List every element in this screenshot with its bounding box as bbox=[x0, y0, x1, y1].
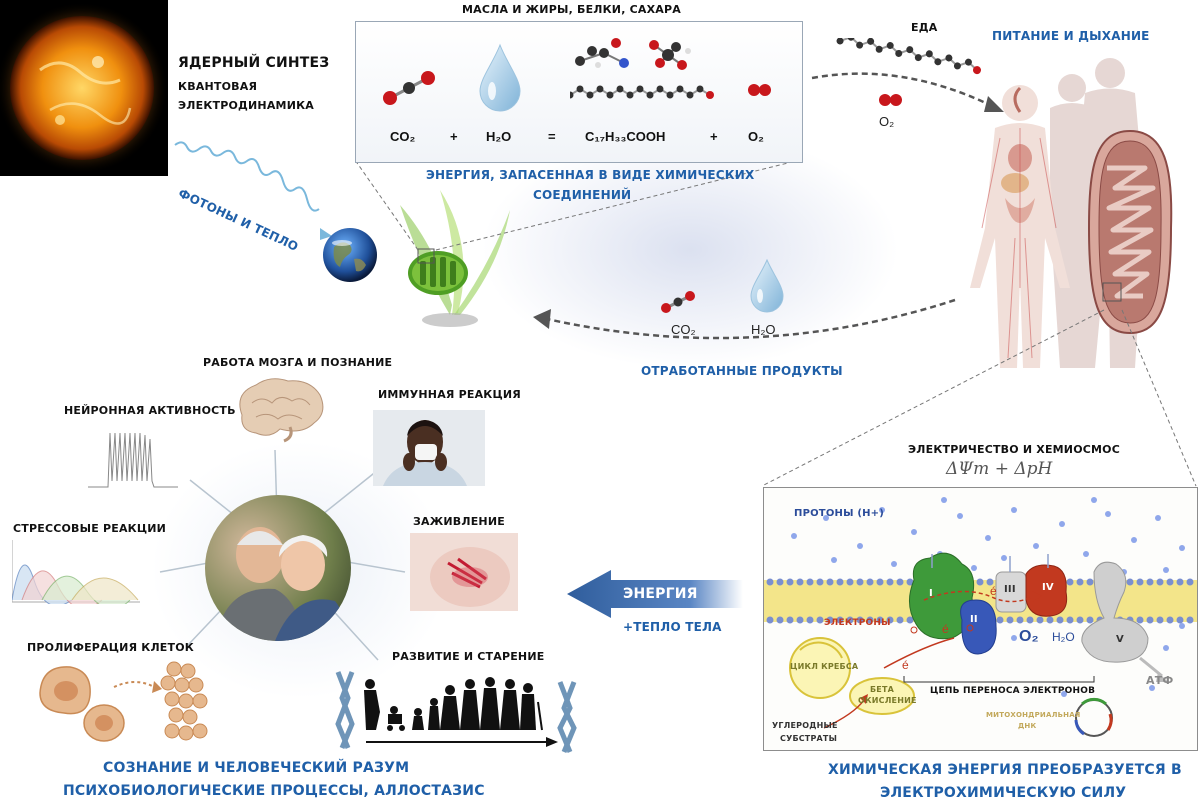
sun-subtitle-2: ЭЛЕКТРОДИНАМИКА bbox=[178, 99, 315, 112]
o2-molecule-icon bbox=[748, 84, 771, 96]
background-glow bbox=[480, 130, 900, 370]
body-heat-label: +ТЕПЛО ТЕЛА bbox=[623, 620, 722, 634]
nutrition-label: ПИТАНИЕ И ДЫХАНИЕ bbox=[992, 29, 1150, 43]
mtdna-label-2: ДНК bbox=[1018, 722, 1037, 730]
chem-bottom-2: ЭЛЕКТРОХИМИЧЕСКУЮ СИЛУ bbox=[880, 785, 1127, 801]
krebs-label: ЦИКЛ КРЕБСА bbox=[790, 662, 859, 671]
food-label: ЕДА bbox=[911, 21, 938, 34]
food-arrow bbox=[811, 72, 1004, 112]
complex-iii-label: III bbox=[1004, 584, 1016, 595]
chemiosmosis-formula: ΔΨm + ΔpH bbox=[946, 459, 1053, 479]
neuron-label: НЕЙРОННАЯ АКТИВНОСТЬ bbox=[64, 404, 236, 417]
carbon-label-2: СУБСТРАТЫ bbox=[780, 734, 838, 743]
chem-bottom-1: ХИМИЧЕСКАЯ ЭНЕРГИЯ ПРЕОБРАЗУЕТСЯ В bbox=[828, 762, 1182, 778]
wound-photo bbox=[410, 533, 518, 611]
zoom-lines-mito bbox=[761, 309, 1197, 487]
aging-label: РАЗВИТИЕ И СТАРЕНИЕ bbox=[392, 650, 545, 663]
eq-plus-2: + bbox=[710, 129, 718, 144]
couple-icon bbox=[215, 527, 346, 641]
complex-ii-label: II bbox=[970, 614, 978, 625]
stored-energy-line-2: СОЕДИНЕНИЙ bbox=[533, 188, 632, 202]
molecules-icon bbox=[570, 38, 714, 99]
waste-label: ОТРАБОТАННЫЕ ПРОДУКТЫ bbox=[641, 364, 843, 378]
sneezing-person-icon bbox=[373, 410, 485, 486]
water-drop-icon bbox=[479, 43, 521, 112]
fatty-acid-icon bbox=[836, 38, 981, 75]
atf-label: АТФ bbox=[1146, 674, 1174, 687]
complex-iv bbox=[1025, 564, 1068, 617]
stress-label: СТРЕССОВЫЕ РЕАКЦИИ bbox=[13, 522, 167, 535]
waste-co2-label: CO₂ bbox=[671, 322, 696, 337]
complex-v bbox=[1081, 561, 1149, 663]
sun-title: ЯДЕРНЫЙ СИНТЕЗ bbox=[178, 55, 330, 71]
immune-photo bbox=[373, 410, 485, 486]
co2-molecule-icon bbox=[383, 71, 435, 105]
food-o2-label: O₂ bbox=[879, 114, 895, 129]
couple-photo bbox=[205, 495, 351, 641]
mind-bottom-2: ПСИХОБИОЛОГИЧЕСКИЕ ПРОЦЕССЫ, АЛЛОСТАЗИС bbox=[63, 783, 485, 799]
eq-co2: CO₂ bbox=[390, 129, 416, 144]
chain-label: ЦЕПЬ ПЕРЕНОСА ЭЛЕКТРОНОВ bbox=[930, 686, 1096, 696]
cell-proliferation-icon bbox=[39, 661, 208, 742]
complex-v-label: V bbox=[1116, 634, 1124, 645]
eq-h2o: H₂O bbox=[486, 129, 512, 144]
brain-label: РАБОТА МОЗГА И ПОЗНАНИЕ bbox=[203, 356, 393, 369]
complex-ii bbox=[960, 599, 997, 655]
beta-label-2: ОКИСЛЕНИЕ bbox=[858, 696, 917, 705]
energy-arrow bbox=[567, 570, 743, 618]
eq-o2: O₂ bbox=[748, 129, 764, 144]
chemiosmosis-title: ЭЛЕКТРИЧЕСТВО И ХЕМИОСМОС bbox=[908, 443, 1121, 456]
protons-label: ПРОТОНЫ (H+) bbox=[794, 508, 885, 519]
proliferation-label: ПРОЛИФЕРАЦИЯ КЛЕТОК bbox=[27, 641, 194, 654]
sun-image bbox=[0, 0, 168, 176]
equation-header: МАСЛА И ЖИРЫ, БЕЛКИ, САХАРА bbox=[462, 3, 681, 16]
complex-i bbox=[909, 552, 975, 640]
electrons-label: ЭЛЕКТРОНЫ bbox=[824, 618, 891, 628]
eq-equals: = bbox=[548, 129, 556, 144]
zoom-lines-chloroplast bbox=[354, 159, 801, 251]
waste-h2o-label: H₂O bbox=[751, 322, 776, 337]
photon-wave bbox=[174, 141, 332, 240]
o2-chem-label: O₂ bbox=[1019, 628, 1039, 645]
sun-icon bbox=[0, 2, 168, 174]
brain-icon bbox=[239, 378, 324, 443]
waste-arrow bbox=[533, 298, 956, 340]
complex-i-label: I bbox=[929, 588, 933, 599]
energy-label: ЭНЕРГИЯ bbox=[623, 586, 698, 602]
aging-silhouettes-icon bbox=[335, 671, 577, 753]
equation-row: CO₂ + H₂O = C₁₇H₃₃COOH + O₂ bbox=[370, 129, 790, 149]
beta-label-1: БЕТА bbox=[870, 685, 895, 694]
sun-subtitle-1: КВАНТОВАЯ bbox=[178, 80, 258, 93]
electron-symbol-1: é bbox=[942, 622, 949, 636]
healing-label: ЗАЖИВЛЕНИЕ bbox=[413, 515, 505, 528]
neuron-spikes-chart bbox=[88, 432, 178, 488]
mitochondrion-icon bbox=[1087, 129, 1173, 335]
electron-symbol-2: é bbox=[990, 584, 997, 598]
earth-icon bbox=[323, 228, 377, 282]
electron-transport-diagram bbox=[764, 497, 1197, 737]
water-drop-waste-icon bbox=[750, 258, 784, 313]
carbon-label-1: УГЛЕРОДНЫЕ bbox=[772, 721, 838, 730]
immune-label: ИММУННАЯ РЕАКЦИЯ bbox=[378, 388, 521, 401]
o2-food-icon bbox=[879, 94, 902, 106]
chemiosmosis-box: ПРОТОНЫ (H+) I II III IV V é é é O₂ H₂O … bbox=[763, 487, 1198, 751]
complex-iv-label: IV bbox=[1042, 582, 1054, 593]
eq-plus-1: + bbox=[450, 129, 458, 144]
stress-curves-chart bbox=[12, 540, 140, 604]
stored-energy-line-1: ЭНЕРГИЯ, ЗАПАСЕННАЯ В ВИДЕ ХИМИЧЕСКИХ bbox=[426, 168, 755, 182]
mtdna-label-1: МИТОХОНДРИАЛЬНАЯ bbox=[986, 711, 1081, 719]
wound-icon bbox=[410, 533, 518, 611]
h2o-chem-label: H₂O bbox=[1052, 630, 1075, 644]
plant-chloroplast-icon bbox=[400, 190, 510, 327]
eq-acid: C₁₇H₃₃COOH bbox=[585, 129, 666, 144]
mind-bottom-1: СОЗНАНИЕ И ЧЕЛОВЕЧЕСКИЙ РАЗУМ bbox=[103, 760, 410, 776]
electron-symbol-3: é bbox=[902, 658, 909, 672]
co2-waste-icon bbox=[661, 291, 695, 313]
